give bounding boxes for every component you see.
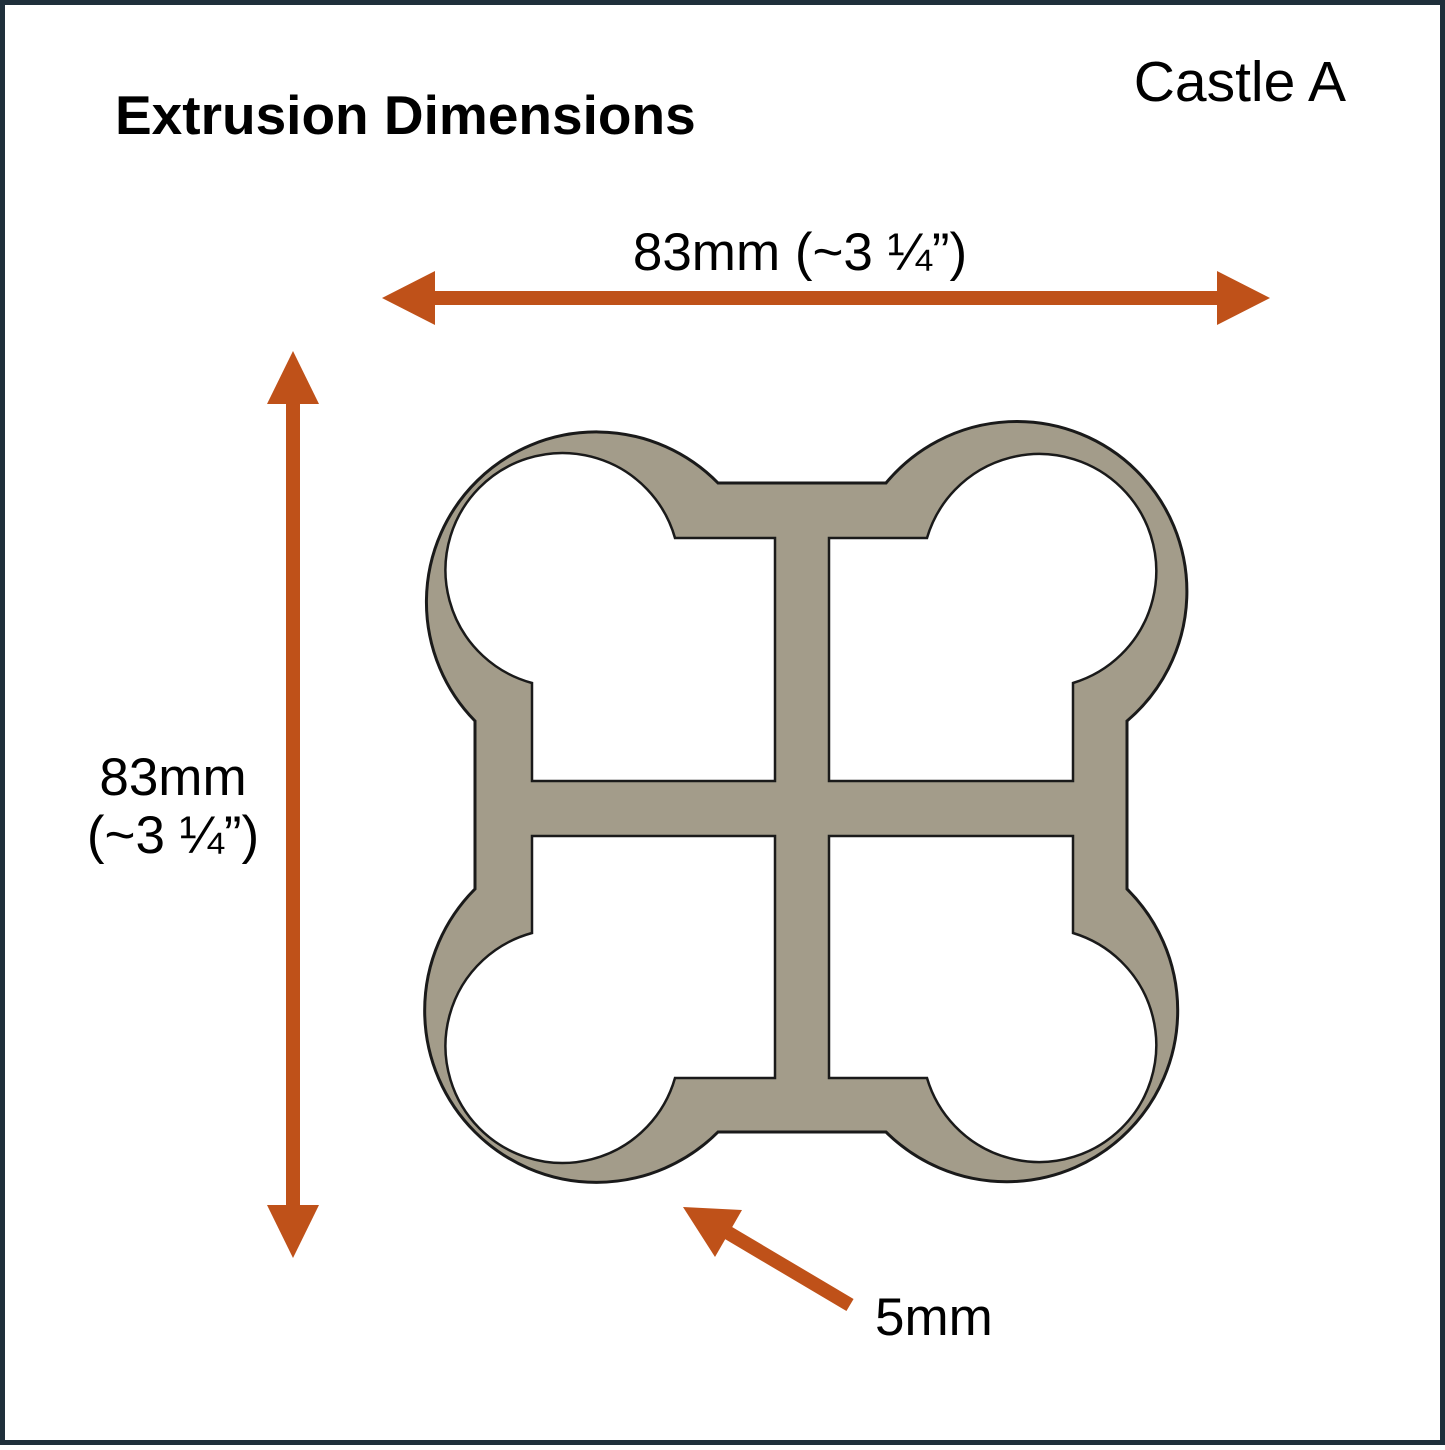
void-top-left <box>444 451 777 783</box>
height-dimension-label: 83mm (~3 ¼”) <box>5 748 341 866</box>
extrusion-drawing <box>267 271 1270 1312</box>
height-dimension-arrow <box>267 351 319 1258</box>
height-label-line2: (~3 ¼”) <box>86 806 260 866</box>
void-top-right <box>827 452 1158 783</box>
void-bottom-left <box>444 834 777 1165</box>
width-dimension-label: 83mm (~3 ¼”) <box>632 223 968 282</box>
void-bottom-right <box>827 834 1158 1164</box>
variant-label: Castle A <box>1133 50 1346 114</box>
width-dimension-arrow <box>382 271 1270 325</box>
thickness-pointer-arrow <box>683 1207 854 1312</box>
height-label-line1: 83mm <box>99 748 247 807</box>
wall-thickness-label: 5mm <box>875 1288 993 1347</box>
extrusion-profile <box>423 419 1189 1184</box>
diagram-title: Extrusion Dimensions <box>115 84 696 146</box>
